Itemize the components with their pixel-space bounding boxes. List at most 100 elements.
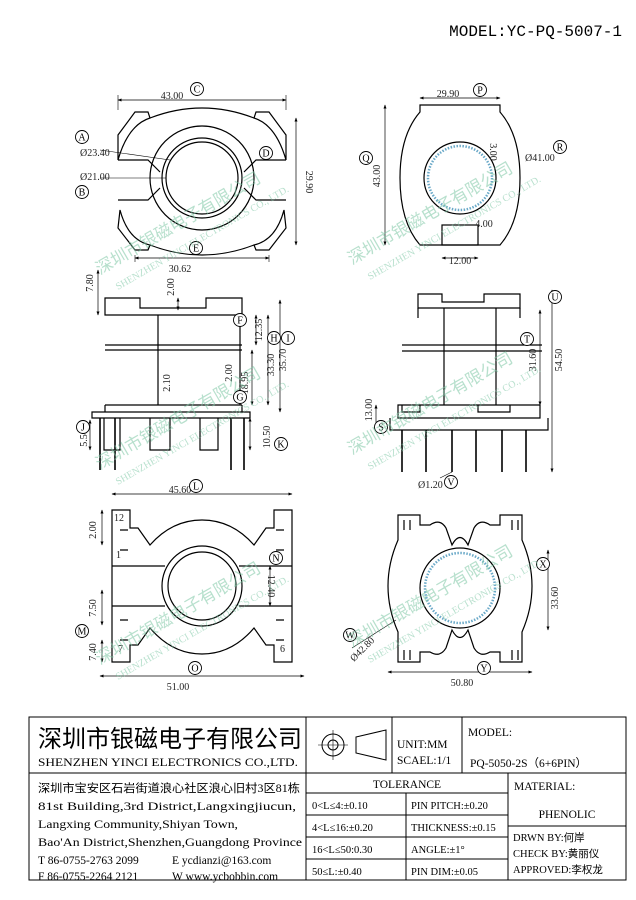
marker-a-label: A (78, 133, 86, 144)
marker-g-label: G (236, 393, 243, 404)
markers-bot-left: L M N O (75, 479, 283, 675)
dim-mr-pin-d: Ø1.20 (418, 480, 443, 491)
marker-o-label: O (191, 664, 198, 675)
marker-h: H (267, 331, 281, 345)
marker-r: R (553, 140, 567, 154)
marker-r-label: R (557, 143, 564, 154)
address-en-3: Bao'An District,Shenzhen,Guangdong Provi… (38, 837, 302, 849)
tolerance-title: TOLERANCE (373, 779, 441, 791)
pin-label-1: 1 (116, 550, 121, 561)
tolerance-row-3: 16<L≤50:0.30 (312, 845, 372, 856)
approved-by: APPROVED:李权龙 (513, 863, 603, 876)
title-block-frame (28, 716, 627, 881)
view-top-right-text: 29.90 43.00 Ø41.00 3.00 4.00 12.00 (372, 89, 555, 267)
dim-mr-h1: 31.60 (528, 349, 539, 372)
dim-ml-h5: 2.00 (224, 364, 235, 382)
dim-tr-slot: 4.00 (475, 219, 493, 230)
company-name-en: SHENZHEN YINCI ELECTRONICS CO.,LTD. (38, 755, 298, 769)
dim-tr-gap: 3.00 (487, 143, 498, 161)
dim-tr-bottom: 12.00 (449, 256, 472, 267)
dim-ml-flange: 2.00 (166, 278, 177, 296)
pin-label-7: 7 (118, 644, 123, 655)
dim-ml-h3: 35.70 (278, 349, 289, 372)
marker-g: G (233, 390, 247, 404)
spec-row-2: THICKNESS:±0.15 (411, 823, 496, 834)
dim-ml-base: 5.50 (79, 429, 90, 447)
marker-i: I (281, 331, 295, 345)
marker-v-label: V (447, 478, 455, 489)
watermarks: 深圳市银磁电子有限公司 SHENZHEN YINCI ELECTRONICS C… (93, 159, 543, 683)
marker-y-label: Y (480, 664, 487, 675)
marker-s-label: S (378, 423, 384, 434)
dim-bl-left2: 7.50 (88, 599, 99, 617)
dim-bl-slot: 12.40 (265, 575, 276, 598)
dim-tl-height: 29.90 (303, 171, 314, 194)
marker-c: C (190, 82, 204, 96)
address-cn: 深圳市宝安区石岩街道浪心社区浪心旧村3区81栋 (38, 781, 301, 795)
dim-tl-width: 43.00 (161, 91, 184, 102)
company-name-cn: 深圳市银磁电子有限公司 (38, 726, 302, 753)
material-label: MATERIAL: (514, 781, 575, 793)
dim-tl-bottom: 30.62 (169, 264, 192, 275)
dim-bl-left3: 7.40 (88, 643, 99, 661)
dim-tr-diameter: Ø41.00 (525, 153, 555, 164)
marker-m-label: M (78, 627, 87, 638)
marker-t-label: T (524, 335, 530, 346)
dim-bl-width: 45.60 (169, 485, 192, 496)
dim-bl-left1: 2.00 (88, 521, 99, 539)
marker-w-label: W (345, 631, 355, 642)
tolerance-row-1: 0<L≤4:±0.10 (312, 801, 368, 812)
view-mid-right-text: 31.60 54.50 13.00 Ø1.20 (364, 349, 565, 491)
dim-br-height: 33.60 (550, 587, 561, 610)
marker-e: E (189, 241, 203, 255)
dim-ml-h4: 18.95 (240, 372, 251, 395)
marker-p: P (473, 83, 487, 97)
model-label: MODEL: (468, 727, 512, 739)
marker-d: D (259, 146, 273, 160)
dim-ml-top: 7.80 (85, 274, 96, 292)
dim-ml-h2: 33.30 (266, 354, 277, 377)
marker-j: J (76, 420, 90, 434)
view-mid-left (88, 269, 282, 470)
marker-y: Y (477, 661, 491, 675)
marker-u: U (548, 290, 562, 304)
dim-br-bottom: 50.80 (451, 678, 474, 689)
view-mid-right (374, 289, 554, 479)
model-header: MODEL:YC-PQ-5007-1 (449, 23, 622, 41)
marker-w: W (343, 628, 357, 642)
spec-row-4: PIN DIM:±0.05 (411, 867, 478, 878)
marker-v: V (444, 475, 458, 489)
telephone: T 86-0755-2763 2099 (38, 855, 139, 867)
marker-x: X (536, 557, 550, 571)
website: W www.ycbobbin.com (172, 871, 278, 883)
checked-by: CHECK BY:黄丽仪 (513, 847, 600, 860)
model-value: PQ-5050-2S（6+6PIN） (470, 757, 587, 770)
marker-f: F (233, 313, 247, 327)
address-en-1: 81st Building,3rd District,Langxingjiucu… (38, 801, 296, 813)
marker-a: A (75, 130, 89, 144)
marker-f-label: F (237, 316, 243, 327)
dim-ml-pin-off: 10.50 (262, 426, 273, 449)
view-bot-left (99, 492, 305, 678)
markers-mid-left: F G H I J K (76, 313, 295, 451)
marker-s: S (374, 420, 388, 434)
markers-bot-right: W X Y (343, 557, 550, 675)
unit-label: UNIT:MM (397, 739, 448, 751)
view-bot-right (351, 514, 550, 674)
dim-ml-h1: 12.35 (254, 319, 265, 342)
marker-n: N (269, 551, 283, 565)
marker-j-label: J (81, 423, 85, 434)
material-value: PHENOLIC (539, 809, 596, 821)
dim-bl-bottom: 51.00 (167, 682, 190, 693)
marker-b: B (75, 185, 89, 199)
dim-mr-h2: 54.50 (554, 349, 565, 372)
pin-label-12: 12 (114, 513, 124, 524)
address-en-2: Langxing Community,Shiyan Town, (38, 819, 238, 831)
drawn-by: DRWN BY:何岸 (513, 831, 585, 844)
view-bot-left-text: 45.60 51.00 12.40 2.00 7.50 7.40 12 1 7 … (88, 485, 285, 693)
marker-b-label: B (79, 188, 86, 199)
marker-i-label: I (286, 334, 289, 345)
fax: F 86-0755-2264 2121 (38, 871, 139, 883)
marker-u-label: U (551, 293, 559, 304)
